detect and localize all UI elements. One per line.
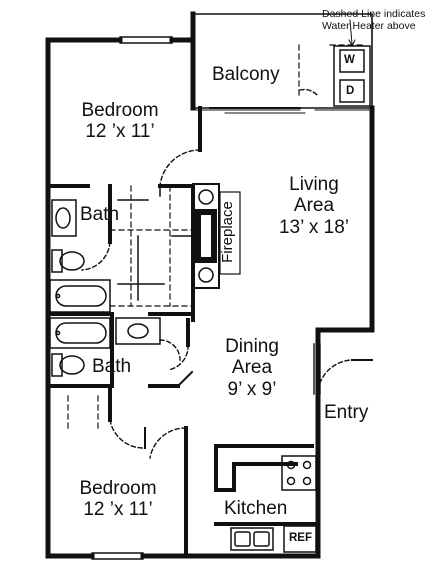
room-living: Living Area 13’ x 18’ bbox=[266, 174, 362, 238]
room-entry: Entry bbox=[324, 402, 369, 423]
room-bedroom-top: Bedroom 12 ’x 11’ bbox=[78, 100, 162, 143]
tub-top bbox=[49, 279, 111, 313]
room-kitchen: Kitchen bbox=[224, 498, 288, 519]
room-dining: Dining Area 9’ x 9’ bbox=[214, 336, 290, 400]
room-balcony: Balcony bbox=[212, 64, 280, 85]
living-name: Living bbox=[289, 174, 339, 195]
fireplace bbox=[192, 183, 241, 289]
room-bath-top: Bath bbox=[80, 204, 120, 225]
door-swings bbox=[81, 88, 353, 459]
dining-name2: Area bbox=[231, 357, 273, 379]
laundry bbox=[333, 19, 371, 107]
bedroom-bottom-size: 12 ’x 11’ bbox=[83, 499, 153, 521]
toilet-bottom bbox=[51, 353, 85, 377]
outer-walls bbox=[45, 11, 375, 559]
note-line-1: Dashed Line indicates bbox=[322, 8, 426, 20]
tub-bottom bbox=[49, 317, 111, 349]
bedroom-top-name: Bedroom bbox=[81, 100, 159, 121]
room-bedroom-bottom: Bedroom 12 ’x 11’ bbox=[74, 478, 162, 521]
bedroom-top-size: 12 ’x 11’ bbox=[85, 121, 155, 143]
living-name2: Area bbox=[293, 195, 335, 217]
balcony-slider bbox=[209, 107, 306, 114]
ref-label: REF bbox=[289, 532, 312, 544]
fireplace-label: Fireplace bbox=[219, 201, 236, 263]
dining-size: 9’ x 9’ bbox=[227, 378, 277, 400]
dryer-label: D bbox=[346, 85, 355, 97]
sink-bottom bbox=[115, 317, 161, 345]
closet-dashes bbox=[67, 44, 367, 433]
bedroom-bottom-name: Bedroom bbox=[79, 478, 157, 499]
dining-name: Dining bbox=[225, 336, 279, 357]
living-size: 13’ x 18’ bbox=[278, 216, 350, 238]
kitchen-sink bbox=[230, 527, 274, 551]
windows bbox=[91, 36, 321, 560]
refrigerator bbox=[283, 525, 317, 553]
note-line-2: Water Heater above bbox=[322, 20, 416, 33]
sink-top bbox=[51, 199, 77, 237]
water-heater-note: Dashed Line indicates Water Heater above bbox=[322, 8, 425, 32]
toilet-top bbox=[51, 249, 85, 273]
washer-label: W bbox=[344, 54, 355, 66]
closet-lines bbox=[117, 185, 193, 301]
room-bath-bottom: Bath bbox=[92, 356, 132, 377]
stove bbox=[281, 455, 317, 491]
door-leaves bbox=[144, 359, 373, 449]
